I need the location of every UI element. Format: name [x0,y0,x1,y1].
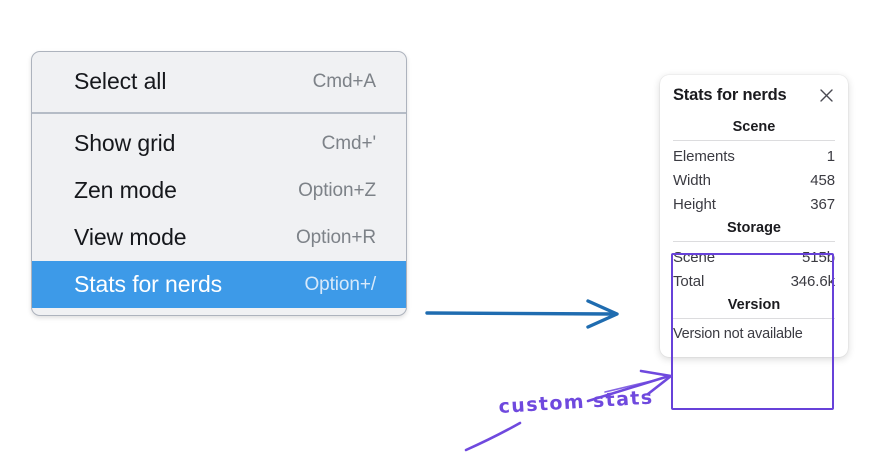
stat-value: 515b [802,248,835,266]
menu-item-label: Select all [74,68,167,94]
stat-row: Width 458 [673,168,835,192]
menu-item-shortcut: Option+/ [304,273,376,295]
blue-arrow-annotation [425,299,619,329]
section-divider [673,241,835,242]
stat-key: Total [673,272,705,290]
custom-stats-annotation-label: custom stats [498,386,655,418]
stat-value: 367 [810,195,835,213]
menu-item-view-mode[interactable]: View mode Option+R [32,214,406,261]
stats-for-nerds-panel: Stats for nerds Scene Elements 1 Width 4… [660,75,848,357]
menu-section-primary: Select all Cmd+A [32,52,406,114]
menu-item-shortcut: Option+Z [298,179,376,201]
close-icon[interactable] [818,87,835,104]
stat-row: Total 346.6k [673,269,835,293]
stats-panel-title: Stats for nerds [673,86,787,104]
stat-row: Scene 515b [673,245,835,269]
menu-item-label: Stats for nerds [74,271,223,297]
section-title: Storage [727,220,781,236]
stat-value: 458 [810,171,835,189]
purple-arrow-to-highlight [586,369,673,403]
menu-item-shortcut: Cmd+' [321,132,376,154]
menu-item-label: View mode [74,224,187,250]
context-menu: Select all Cmd+A Show grid Cmd+' Zen mod… [31,51,407,316]
menu-item-zen-mode[interactable]: Zen mode Option+Z [32,167,406,214]
section-title: Version [727,297,781,313]
stats-section-version: Version Version not available [673,293,835,344]
menu-item-shortcut: Cmd+A [312,70,376,92]
stat-key: Scene [673,248,716,266]
version-note: Version not available [673,326,803,342]
section-divider [673,318,835,319]
stat-row: Elements 1 [673,144,835,168]
menu-item-select-all[interactable]: Select all Cmd+A [32,58,406,105]
menu-item-label: Show grid [74,130,176,156]
stat-key: Elements [673,147,735,165]
menu-section-view: Show grid Cmd+' Zen mode Option+Z View m… [32,114,406,315]
stats-panel-header: Stats for nerds [673,86,835,105]
stat-value: 1 [826,147,835,165]
stats-section-scene: Scene Elements 1 Width 458 Height 367 [673,115,835,216]
stat-key: Height [673,195,716,213]
stat-row: Height 367 [673,192,835,216]
menu-item-stats-for-nerds[interactable]: Stats for nerds Option+/ [32,261,406,308]
menu-item-label: Zen mode [74,177,177,203]
section-divider [673,140,835,141]
purple-underline-stroke [464,421,522,452]
section-title: Scene [732,119,776,135]
stats-section-storage: Storage Scene 515b Total 346.6k [673,216,835,293]
menu-item-shortcut: Option+R [296,226,376,248]
stat-key: Width [673,171,711,189]
stat-value: 346.6k [790,272,836,290]
menu-item-show-grid[interactable]: Show grid Cmd+' [32,120,406,167]
